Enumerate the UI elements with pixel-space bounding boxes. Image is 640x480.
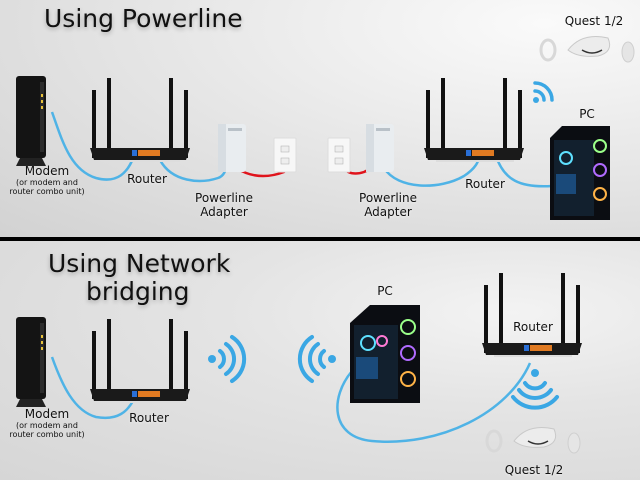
adapter-label: Powerline <box>359 191 417 205</box>
router-label: Router <box>513 320 553 334</box>
router-label: Router <box>129 411 169 425</box>
modem-label: Modem <box>24 407 70 421</box>
ethernet-cable-pc-router <box>336 362 532 443</box>
cables <box>50 356 532 443</box>
wall-outlet-icon <box>327 137 351 173</box>
modem-sublabel: router combo unit) <box>9 187 85 196</box>
powerline-adapter-icon <box>218 124 246 172</box>
router-icon <box>424 78 524 162</box>
adapter-label: Adapter <box>364 205 412 219</box>
ethernet-cable-router-pc <box>494 155 553 188</box>
modem-sublabel: router combo unit) <box>9 430 85 439</box>
section-title: Using Network <box>48 249 231 278</box>
router-label: Router <box>127 172 167 186</box>
section-divider <box>0 237 640 241</box>
adapter-label: Adapter <box>200 205 248 219</box>
adapter-label: Powerline <box>195 191 253 205</box>
pc-tower-icon <box>350 305 420 403</box>
powerline-section: Using Powerline Modem (or modem and rout… <box>0 0 640 237</box>
wifi-icon <box>533 81 554 103</box>
modem-icon <box>16 317 46 407</box>
headset-label: Quest 1/2 <box>504 463 564 477</box>
ethernet-cable-adapter-router <box>382 155 482 187</box>
section-title: Using Powerline <box>44 4 243 33</box>
router-icon <box>482 273 582 357</box>
wall-outlet-icon <box>273 137 297 173</box>
modem-icon <box>16 76 46 166</box>
pc-label: PC <box>579 107 595 121</box>
router-icon <box>90 78 190 162</box>
powerline-adapter-icon <box>366 124 394 172</box>
ethernet-cable-modem-router <box>50 111 136 181</box>
ethernet-cable-modem-router <box>50 356 136 420</box>
vr-headset-icon <box>539 36 635 63</box>
bridging-section: Using Network bridging Modem (or modem a… <box>0 241 640 480</box>
modem-label: Modem <box>24 164 70 178</box>
headset-label: Quest 1/2 <box>564 14 624 28</box>
modem-sublabel: (or modem and <box>16 178 78 187</box>
wifi-icon <box>511 369 559 410</box>
section-title: bridging <box>86 277 190 306</box>
pc-label: PC <box>377 284 393 298</box>
modem-sublabel: (or modem and <box>16 421 78 430</box>
wifi-icon <box>208 335 247 383</box>
router-label: Router <box>465 177 505 191</box>
router-icon <box>90 319 190 403</box>
pc-tower-icon <box>550 126 610 220</box>
wifi-icon <box>297 335 336 383</box>
vr-headset-icon <box>485 427 581 454</box>
